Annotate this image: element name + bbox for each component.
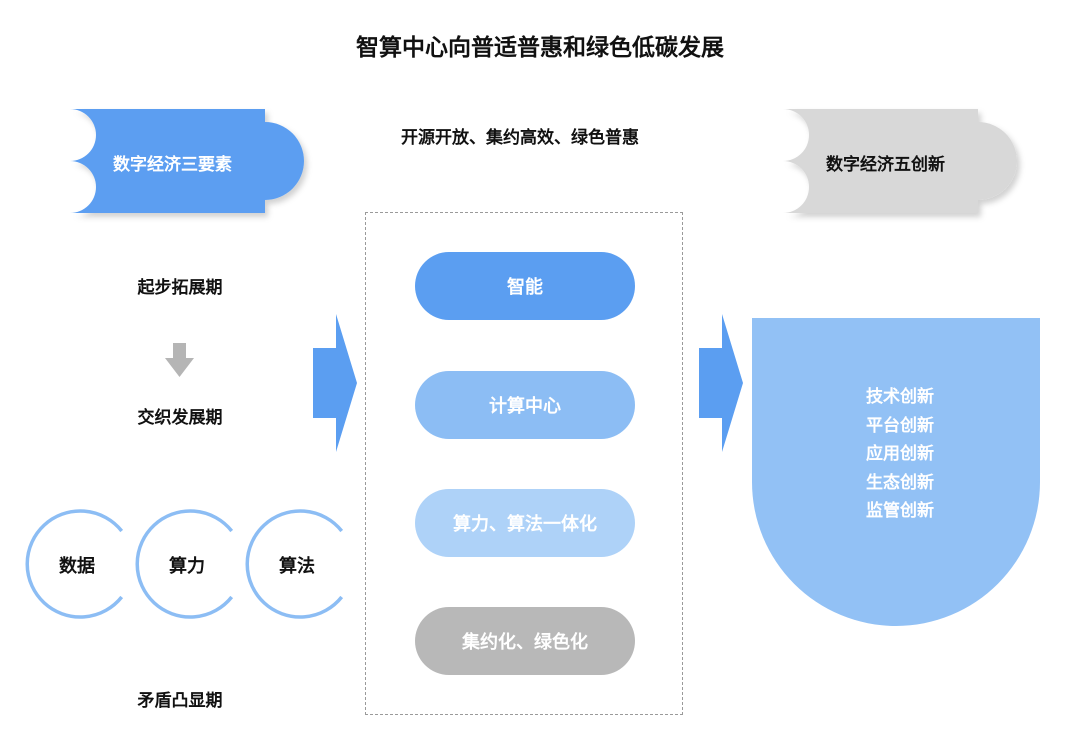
circle-arc-algorithm bbox=[245, 509, 344, 619]
innovation-item-platform: 平台创新 bbox=[866, 415, 934, 436]
right-tag-label: 数字经济五创新 bbox=[826, 155, 945, 175]
pill-computing-center: 计算中心 bbox=[415, 371, 635, 439]
innovation-item-application: 应用创新 bbox=[866, 444, 934, 464]
circle-arc-compute bbox=[135, 509, 234, 619]
phase-interweave: 交织发展期 bbox=[137, 408, 223, 428]
circle-label-data: 数据 bbox=[59, 556, 95, 577]
pill-intelligence: 智能 bbox=[415, 252, 635, 320]
innovation-item-ecosystem: 生态创新 bbox=[866, 472, 934, 493]
circle-label-algorithm: 算法 bbox=[279, 556, 315, 577]
pill-intensive-green: 集约化、绿色化 bbox=[415, 607, 635, 675]
down-arrow-icon bbox=[165, 343, 194, 377]
innovation-shield bbox=[752, 318, 1040, 626]
phase-conflict: 矛盾凸显期 bbox=[137, 691, 223, 711]
right-arrow-right bbox=[699, 314, 743, 452]
circle-arc-data bbox=[25, 509, 124, 619]
center-subtitle: 开源开放、集约高效、绿色普惠 bbox=[401, 128, 639, 148]
innovation-item-technology: 技术创新 bbox=[866, 387, 934, 407]
circle-label-compute: 算力 bbox=[169, 556, 205, 577]
right-tag-shape bbox=[783, 109, 1017, 213]
pill-compute-algorithm-integration: 算力、算法一体化 bbox=[415, 489, 635, 557]
right-arrow-left bbox=[313, 314, 357, 452]
left-tag-shape bbox=[70, 109, 304, 213]
left-tag-label: 数字经济三要素 bbox=[113, 155, 232, 175]
center-dashed-container bbox=[365, 212, 683, 715]
phase-start: 起步拓展期 bbox=[137, 278, 223, 298]
innovation-item-regulation: 监管创新 bbox=[866, 501, 934, 521]
page-title: 智算中心向普适普惠和绿色低碳发展 bbox=[356, 35, 724, 61]
innovation-list: 技术创新 平台创新 应用创新 生态创新 监管创新 bbox=[780, 383, 1020, 526]
